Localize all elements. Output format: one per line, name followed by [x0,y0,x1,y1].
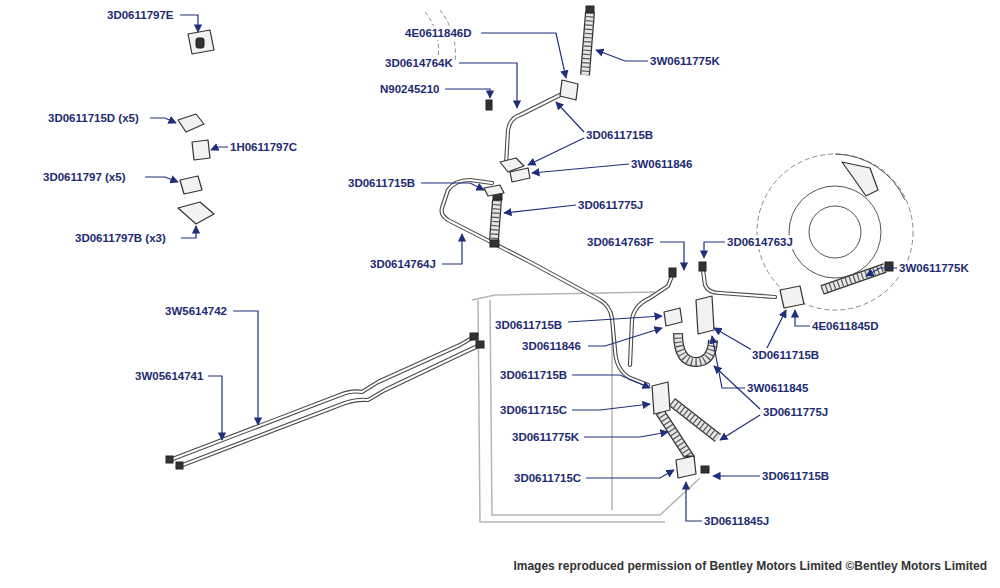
part-number: 3D0614763J [726,235,794,249]
part-number: 3D0611715B [494,318,563,332]
part-number: 3D0611845J [703,514,770,528]
part-number: 3D0611715B [761,469,830,483]
copyright-note: Images reproduced permission of Bentley … [512,559,988,573]
part-number: 4E0611846D [404,26,473,40]
part-number: 3D0614763F [586,235,655,249]
part-number: 3D0611715B [347,176,416,190]
part-number: 1H0611797C [229,140,298,154]
part-number: 3W05614741 [134,369,204,383]
part-number: 3D0611715C [513,471,582,485]
part-number: 3D0611715B [751,348,820,362]
part-number: 3D0611775K [511,430,580,444]
part-number: 3D0611775J [762,405,829,419]
part-number: 3W0611846 [630,157,693,171]
part-number: 3W0611775K [898,261,970,275]
part-number: 3D0614764J [369,257,437,271]
part-number: 3D0614764K [384,56,454,70]
part-number: 3D0611775J [577,198,644,212]
part-number: 3W0611845 [746,381,809,395]
part-number: 3W5614742 [164,304,228,318]
part-number: 3W0611775K [649,54,721,68]
part-number: 3D0611715B [585,128,654,142]
part-number: 3D0611715D (x5) [47,111,140,125]
part-number: 3D0611797B (x3) [74,231,167,245]
part-number: 3D0611797E [106,8,175,22]
part-number: 3D0611797 (x5) [42,170,126,184]
part-number: 3D0611715C [499,403,568,417]
part-number: N90245210 [379,82,440,96]
part-number: 3D0611846 [521,339,582,353]
part-number: 3D0611715B [499,368,568,382]
part-number: 4E0611845D [811,319,880,333]
